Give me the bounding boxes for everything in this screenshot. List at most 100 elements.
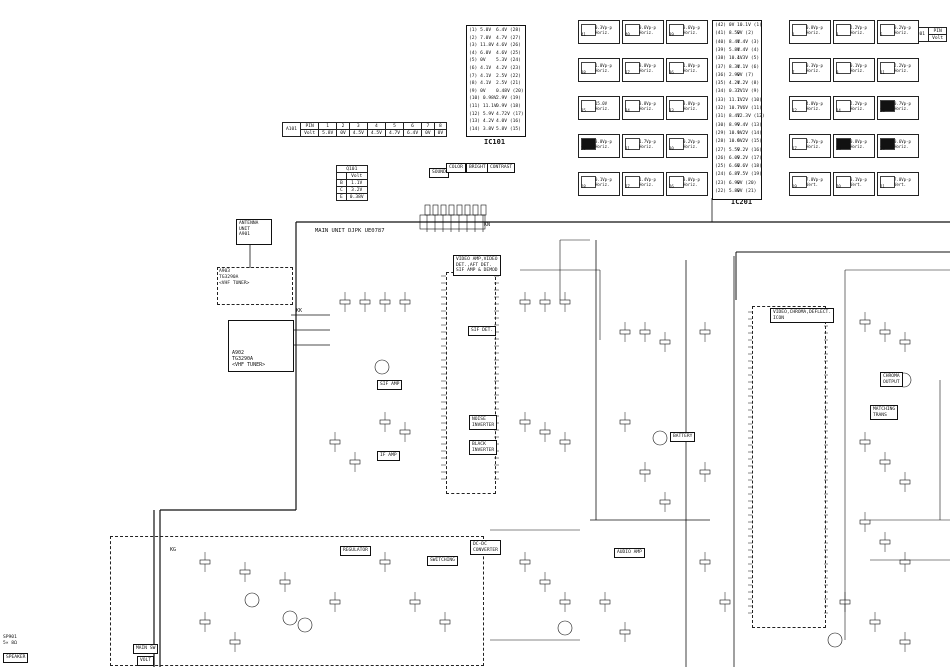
ic-pin-left: (39) 5.8V — [715, 47, 740, 53]
component — [899, 639, 911, 645]
if-ic-block — [446, 272, 496, 494]
ic-pin-right: 9.2V (14) — [737, 130, 762, 136]
ic-pin-left: (23) 6.9V — [715, 180, 740, 186]
waveform-caption: 0.6Vp-p Horiz. — [639, 25, 656, 35]
component — [879, 329, 891, 335]
ic-pin-left: (1) 5.0V — [469, 28, 492, 33]
waveform-caption: 3.8Vp-p Horiz. — [639, 101, 656, 111]
ic-pin-left: (31) 8.4V — [715, 114, 740, 120]
video-chroma-label: VIDEO,CHROMA,DEFLECT. ICON — [770, 308, 835, 323]
ic-pin-right: 0V (7) — [737, 72, 754, 78]
main-switch: MAIN SW — [133, 644, 159, 654]
waveform-caption: 0.7Vp-p Horiz. — [894, 101, 911, 111]
ic-pin-left: (2) 7.0V — [469, 35, 492, 41]
ic-pin-left: (11) 11.1V — [469, 104, 497, 109]
noise-inverter: NOISE INVERTER — [469, 415, 498, 430]
waveform-number: 26 — [669, 184, 674, 189]
black-inverter: BLACK INVERTER — [469, 440, 498, 455]
ic-pin-left: (4) 6.0V — [469, 50, 492, 56]
ic-pin-left: (26) 6.0V — [715, 155, 740, 161]
waveform-caption: 1.7Vp-p Horiz. — [639, 139, 656, 149]
chroma-output: CHROMA OUTPUT — [880, 372, 903, 387]
pin-header: 2 — [336, 122, 350, 130]
component — [379, 299, 391, 305]
waveform-caption: 0.3Vp-p Horiz. — [806, 63, 823, 73]
component — [619, 329, 631, 335]
waveform-caption: 2.2Vp-p Horiz. — [850, 101, 867, 111]
pin-header: PIN — [300, 122, 320, 130]
q101-pin: C — [336, 186, 347, 194]
waveform-trace — [792, 176, 807, 188]
waveform-trace — [880, 62, 895, 74]
ic-pin-right: 0.9V (18) — [496, 104, 521, 109]
waveform-number: 28 — [581, 184, 586, 189]
waveform-trace — [669, 100, 684, 112]
ic-pin-left: (32) 10.7V — [715, 106, 743, 111]
bright-control: BRIGHT — [466, 163, 489, 173]
transistor — [827, 632, 843, 648]
video-chroma-ic-block — [752, 306, 826, 628]
ic-pin-left: (5) 0V — [469, 58, 486, 64]
ic-pin-left: (25) 6.6V — [715, 164, 740, 170]
q101-volt: 3.2V — [345, 186, 368, 194]
component — [619, 419, 631, 425]
component — [359, 299, 371, 305]
q101-volt: 0.38V — [345, 193, 368, 201]
component — [899, 559, 911, 565]
ic-pin-left: (37) 8.3V — [715, 64, 740, 70]
tuner-a902-block — [228, 320, 294, 372]
ic-pin-right: 4.0V (16) — [496, 119, 521, 125]
component — [659, 339, 671, 345]
waveform-trace — [792, 138, 807, 150]
pin-voltage: 4.5V — [348, 129, 368, 137]
ic-pin-right: 9.2V (15) — [737, 139, 762, 145]
ic-pin-right: 9.2V (16) — [737, 147, 762, 153]
waveform-trace — [625, 24, 640, 36]
component — [719, 599, 731, 605]
pin-voltage: 5.8V — [318, 129, 338, 137]
waveform-number: 14 — [836, 108, 841, 113]
ic-pin-right: 2.9V (19) — [496, 96, 521, 102]
pin-voltage: 0V — [336, 129, 350, 137]
waveform-trace — [836, 100, 851, 112]
waveform-number: 41 — [581, 32, 586, 37]
waveform-trace — [669, 24, 684, 36]
component — [639, 469, 651, 475]
ic-pin-left: (24) 6.8V — [715, 172, 740, 178]
waveform-caption: 3.1Vp-p Vert. — [850, 177, 867, 187]
ic-pin-left: (8) 4.1V — [469, 81, 492, 87]
ic-pin-left: (27) 5.5V — [715, 147, 740, 153]
waveform-trace — [880, 100, 895, 112]
component — [869, 619, 881, 625]
ic-pin-right: 12.3V (12) — [737, 114, 765, 120]
component — [899, 339, 911, 345]
waveform-trace — [625, 100, 640, 112]
ic-pin-right: 4.1V (6) — [737, 64, 760, 70]
ic-pin-right: 4.3V (5) — [737, 56, 760, 62]
component — [379, 419, 391, 425]
waveform-number: 36 — [669, 70, 674, 75]
component — [539, 299, 551, 305]
pin-voltage: 0V — [433, 129, 448, 137]
ic-pin-right: 4.6V (26) — [496, 43, 521, 49]
component — [448, 204, 455, 216]
ic-pin-right: 4.4V (4) — [737, 47, 760, 53]
waveform-trace — [581, 138, 596, 150]
ic-pin-left: (41) 8.5V — [715, 31, 740, 37]
component — [349, 459, 361, 465]
waveform-number: 12 — [792, 108, 797, 113]
ic201-voltage-table: (42) 0V(41) 8.5V(40) 8.4V(39) 5.8V(38) 1… — [712, 20, 765, 200]
waveform-caption: 1.0Vp-p Horiz. — [595, 63, 612, 73]
ic-pin-right: 4.4V (3) — [737, 39, 760, 45]
